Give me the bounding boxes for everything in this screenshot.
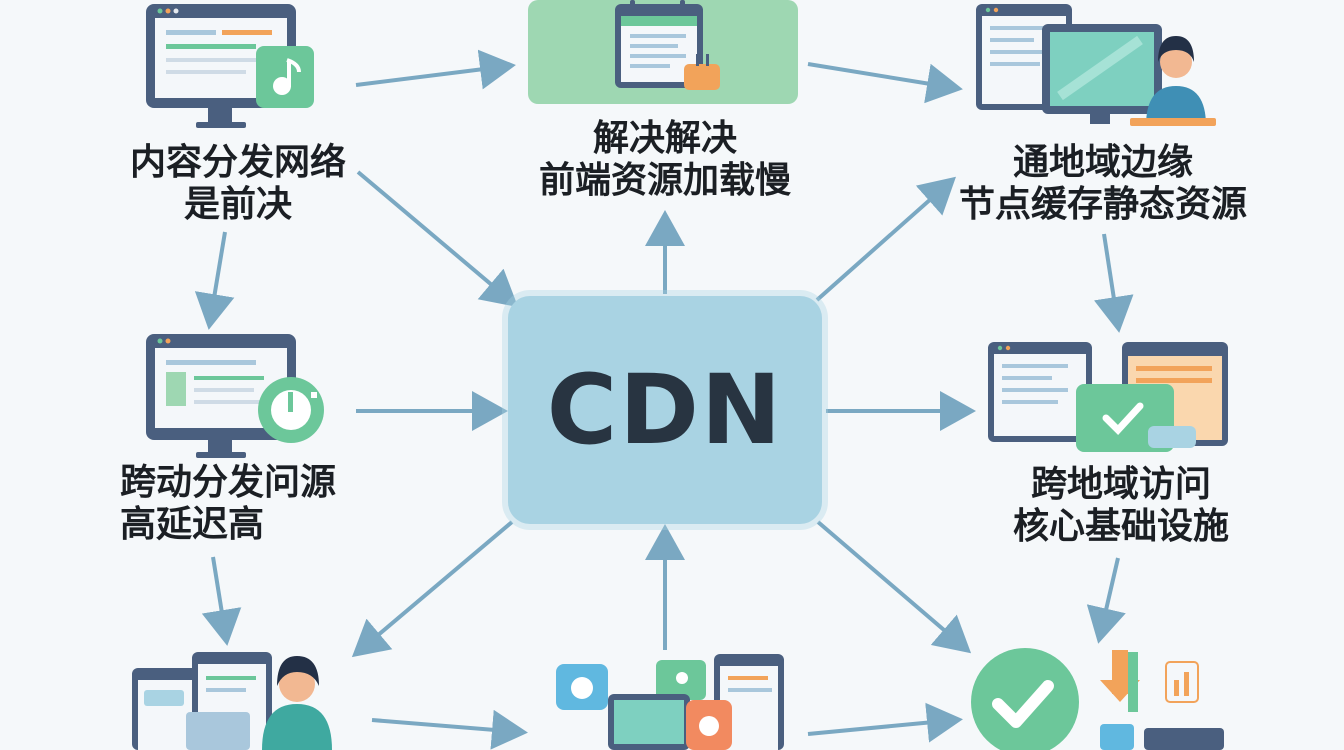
arrow-midright-to-bottomright bbox=[1086, 557, 1126, 644]
node-mid-right-line2: 核心基础设施 bbox=[1012, 506, 1229, 547]
node-mid-left-line1: 跨动分发问源 bbox=[120, 462, 337, 503]
arrow-bottomleft-to-bottomcenter bbox=[371, 709, 528, 750]
node-mid-right-line1: 跨地域访问 bbox=[1030, 464, 1211, 505]
arrow-topright-to-midright bbox=[1093, 233, 1134, 333]
devices-icon bbox=[556, 654, 784, 750]
arrow-midleft-to-bottomleft bbox=[201, 556, 242, 646]
node-top-center: 解决解决 前端资源加载慢 bbox=[520, 118, 810, 202]
arrow-topleft-to-center bbox=[356, 170, 519, 308]
node-mid-left-line2: 高延迟高 bbox=[120, 504, 265, 545]
cdn-label: CDN bbox=[546, 354, 784, 466]
node-top-right-line1: 通地域边缘 bbox=[1012, 142, 1193, 183]
node-top-center-line1: 解决解决 bbox=[592, 118, 737, 159]
monitor-person-icon bbox=[976, 4, 1216, 126]
arrow-center-to-bottomright bbox=[816, 520, 972, 654]
node-top-right-line2: 节点缓存静态资源 bbox=[958, 184, 1247, 225]
arrow-center-to-topright bbox=[815, 176, 956, 302]
monitor-clock-icon bbox=[146, 334, 324, 458]
calendar-document-icon bbox=[528, 0, 798, 104]
monitor-music-icon bbox=[146, 4, 314, 128]
node-top-center-line2: 前端资源加载慢 bbox=[538, 160, 791, 201]
arrow-topleft-to-topcenter bbox=[355, 49, 516, 90]
node-top-right: 通地域边缘 节点缓存静态资源 bbox=[948, 142, 1258, 226]
node-top-left-line2: 是前决 bbox=[183, 184, 292, 225]
node-top-left: 内容分发网络 是前决 bbox=[120, 142, 356, 226]
node-mid-right: 跨地域访问 核心基础设施 bbox=[996, 464, 1246, 548]
cdn-center-box: CDN bbox=[508, 296, 822, 524]
node-mid-left: 跨动分发问源 高延迟高 bbox=[120, 462, 356, 546]
person-laptop-icon bbox=[132, 652, 332, 750]
arrow-bottomcenter-to-bottomright bbox=[807, 702, 963, 743]
check-chart-icon bbox=[971, 648, 1224, 750]
arrow-topleft-to-midleft bbox=[194, 231, 235, 330]
arrow-topcenter-to-topright bbox=[807, 62, 963, 104]
node-top-left-line1: 内容分发网络 bbox=[129, 142, 346, 183]
windows-check-icon bbox=[988, 342, 1228, 452]
arrow-center-to-bottomleft bbox=[351, 520, 514, 658]
